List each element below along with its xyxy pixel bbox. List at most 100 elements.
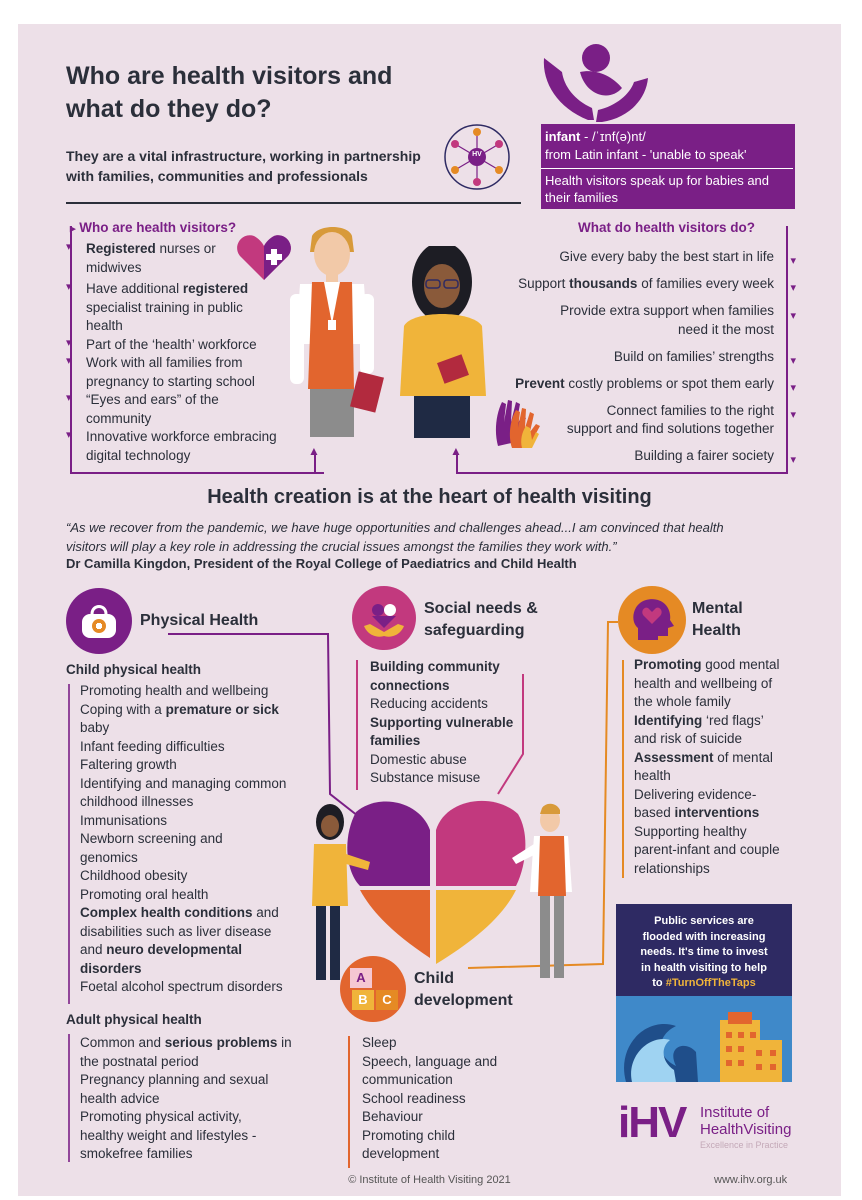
heart-cross-icon [237,235,291,280]
raised-hands-icon [495,400,540,448]
list-item: communication [362,1072,453,1087]
list-item: connections [370,677,450,693]
list-item: the postnatal period [80,1053,199,1069]
alphabet-block-c: C [376,990,398,1010]
list-item: Building community [370,659,500,674]
list-item: support and find solutions together [566,421,774,436]
ihv-logo-text: Institute of HealthVisiting [700,1104,792,1138]
child-physical-list: Promoting health and wellbeing Coping wi… [80,682,320,997]
infant-definition-box: infant - /ˈɪnf(ə)nt/ from Latin infant -… [541,124,795,209]
child-physical-heading: Child physical health [66,662,202,677]
list-item: Identifying ‘red flags’ [634,712,764,728]
list-item: Reducing accidents [370,696,488,711]
who-connector-line [70,226,72,474]
list-item: based interventions [634,805,760,820]
list-item: Supporting vulnerable [370,714,514,730]
list-item: the whole family [634,694,731,709]
ihv-logo-mark: iHV [618,1098,687,1147]
what-list: Give every baby the best start in life▾ … [478,248,796,466]
medical-bag-icon [82,605,116,638]
infant-origin: from Latin infant - 'unable to speak' [545,147,747,162]
taps-message: Public services are flooded with increas… [640,915,768,989]
quote-heading: Health creation is at the heart of healt… [207,486,652,508]
list-item: Coping with a premature or sick [80,701,279,717]
list-item: Identifying and managing common [80,775,287,791]
chevron-up-icon: ▲ [450,444,462,458]
list-item: Prevent costly problems or spot them ear… [515,375,796,394]
list-item: development [362,1146,440,1161]
list-item: Childhood obesity [80,868,188,883]
list-item: health [634,768,671,783]
child-development-icon-circle [340,956,406,1022]
title-line-1: Who are health visitors and [66,62,393,90]
list-item: genomics [80,849,138,865]
list-item: Speech, language and [362,1053,498,1069]
list-item: and neuro developmental [80,942,243,957]
list-item: Infant feeding difficulties [80,738,225,754]
baby-hands-icon [543,44,648,122]
quote-author: Dr Camilla Kingdon, President of the Roy… [66,556,577,571]
list-item: smokefree families [80,1146,193,1161]
infant-word: infant [545,129,581,144]
list-item: Assessment of mental [634,749,773,765]
child-development-list: Sleep Speech, language and communication… [362,1034,542,1164]
list-item: childhood illnesses [80,794,194,809]
list-item: and risk of suicide [634,731,743,746]
chevron-up-icon: ▲ [308,444,320,458]
social-needs-list: Building community connections Reducing … [370,658,540,788]
title-line-2: what do they do? [66,95,272,123]
turn-off-the-taps-panel: Public services are flooded with increas… [616,904,792,1082]
list-item: Substance misuse [370,770,481,785]
list-item: baby [80,720,110,735]
list-item: families [370,733,421,748]
list-item: Behaviour [362,1109,423,1124]
list-item: Complex health conditions and [80,905,279,920]
list-item: ▾Part of the ‘health’ workforce [66,336,257,352]
page-title: Who are health visitors and what do they… [66,60,392,126]
infant-pronunciation: - /ˈɪnf(ə)nt/ [580,129,646,144]
what-connector-line [786,226,788,452]
what-heading: What do health visitors do? [578,220,756,235]
network-icon [444,124,510,190]
alphabet-block-a: A [350,968,372,988]
list-item: health and wellbeing of [634,675,773,691]
physical-health-title: Physical Health [140,612,259,629]
list-item: Provide extra support when families [560,303,774,318]
list-item: Promoting physical activity, [80,1109,242,1124]
list-item: Support thousands of families every week… [518,276,796,294]
list-item: Immunisations [80,812,168,828]
mental-health-title: Mental Health [692,600,743,639]
social-needs-title: Social needs & safeguarding [424,600,538,639]
list-item: need it the most▾ [677,309,796,337]
page-subtitle: They are a vital infrastructure, working… [66,148,421,184]
list-item: healthy weight and lifestyles - [80,1127,257,1143]
list-item: School readiness [362,1090,466,1106]
head-heart-icon [633,599,674,640]
quote-text: “As we recover from the pandemic, we hav… [66,520,724,554]
adult-physical-heading: Adult physical health [66,1012,202,1027]
list-item: Connect families to the right▾ [606,402,796,421]
hands-heart-icon [364,604,404,637]
list-item: Pregnancy planning and sexual [80,1072,269,1087]
hv-badge: HV [472,151,482,158]
mental-health-list: Promoting good mental health and wellbei… [634,656,814,878]
list-item: Supporting healthy [634,823,747,839]
list-item: Promoting child [362,1127,456,1143]
list-item: Give every baby the best start in life▾ [559,249,796,267]
footer-copyright: © Institute of Health Visiting 2021 [348,1174,511,1186]
child-development-title: Child development [414,970,513,1009]
list-item: Promoting health and wellbeing [80,683,269,698]
list-item: Domestic abuse [370,751,467,767]
list-item: relationships [634,860,710,876]
list-item: disabilities such as liver disease [80,923,272,939]
infant-note: Health visitors speak up for babies and … [545,173,770,205]
list-item: Promoting oral health [80,886,209,902]
male-health-visitor-illustration [290,227,384,437]
list-item: parent-infant and couple [634,842,780,857]
